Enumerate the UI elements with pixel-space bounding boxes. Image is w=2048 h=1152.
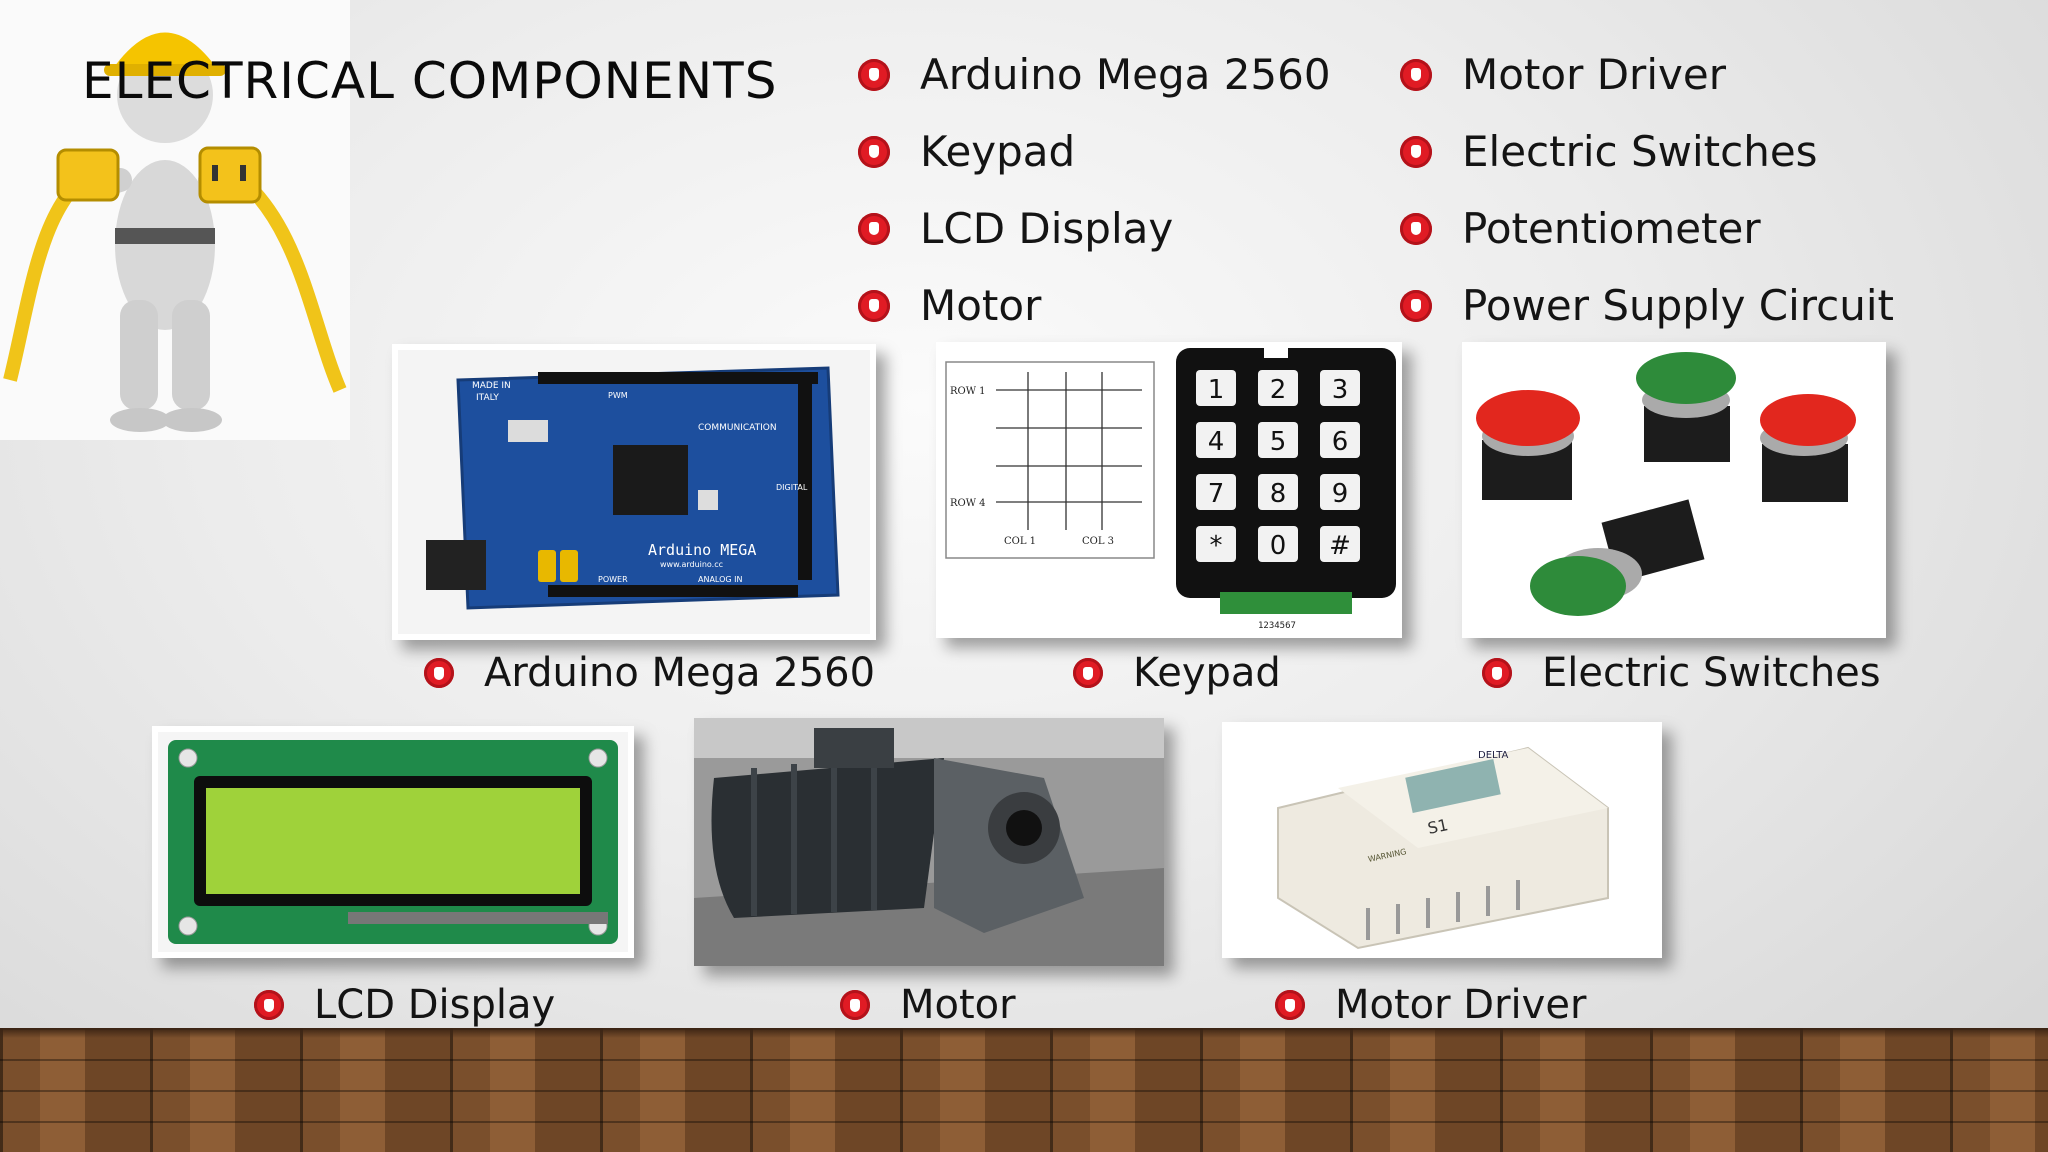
caption-arduino: Arduino Mega 2560 [424, 650, 875, 696]
keypad-key: 4 [1196, 422, 1236, 458]
keypad-label: COL 3 [1082, 536, 1114, 547]
motor-driver-photo: DELTA S1 WARNING [1222, 722, 1662, 958]
list-item: Electric Switches [1400, 127, 1818, 176]
caption-text: Motor Driver [1335, 982, 1587, 1028]
bullet-icon [1482, 658, 1512, 688]
svg-text:3: 3 [1332, 375, 1349, 405]
list-item: Motor Driver [1400, 50, 1726, 99]
arduino-photo: MADE IN ITALY COMMUNICATION Arduino MEGA… [392, 344, 876, 640]
svg-text:6: 6 [1332, 427, 1349, 457]
keypad-key: 8 [1258, 474, 1298, 510]
list-item: LCD Display [858, 204, 1173, 253]
board-text: ITALY [476, 393, 499, 403]
keypad-label: ROW 4 [950, 498, 986, 509]
list-item-label: Motor [920, 281, 1042, 330]
list-item: Power Supply Circuit [1400, 281, 1894, 330]
bullet-icon [1400, 58, 1432, 91]
caption-text: Motor [900, 982, 1016, 1028]
caption-driver: Motor Driver [1275, 982, 1586, 1028]
list-item-label: Potentiometer [1462, 204, 1761, 253]
board-text: PWM [608, 391, 628, 400]
bullet-icon [254, 990, 284, 1020]
keypad-key: 9 [1320, 474, 1360, 510]
keypad-key: * [1196, 526, 1236, 562]
svg-text:1: 1 [1208, 375, 1225, 405]
caption-lcd: LCD Display [254, 982, 555, 1028]
motor-photo [694, 718, 1164, 966]
svg-text:0: 0 [1270, 531, 1287, 561]
list-item: Arduino Mega 2560 [858, 50, 1331, 99]
svg-text:4: 4 [1208, 427, 1225, 457]
bullet-icon [858, 58, 890, 91]
keypad-keys: 1 2 3 4 5 6 7 8 9 * 0 # [1196, 370, 1360, 562]
slide-title: ELECTRICAL COMPONENTS [82, 52, 778, 110]
list-item: Motor [858, 281, 1041, 330]
list-item-label: Motor Driver [1462, 50, 1726, 99]
bullet-icon [858, 212, 890, 245]
svg-text:#: # [1329, 531, 1351, 561]
svg-text:7: 7 [1208, 479, 1225, 509]
keypad-key: 1 [1196, 370, 1236, 406]
caption-motor: Motor [840, 982, 1016, 1028]
board-text: MADE IN [472, 381, 511, 391]
list-item-label: Keypad [920, 127, 1076, 176]
caption-switches: Electric Switches [1482, 650, 1881, 696]
lcd-photo [152, 726, 634, 958]
keypad-key: # [1320, 526, 1360, 562]
caption-text: LCD Display [314, 982, 556, 1028]
keypad-key: 6 [1320, 422, 1360, 458]
svg-text:9: 9 [1332, 479, 1349, 509]
bullet-icon [858, 135, 890, 168]
driver-brand: DELTA [1478, 750, 1509, 761]
svg-text:*: * [1210, 531, 1223, 561]
keypad-key: 7 [1196, 474, 1236, 510]
bullet-icon [840, 990, 870, 1020]
board-text: COMMUNICATION [698, 423, 777, 433]
board-text: ANALOG IN [698, 575, 743, 584]
keypad-label: ROW 1 [950, 386, 986, 397]
board-text: www.arduino.cc [660, 560, 723, 569]
svg-text:8: 8 [1270, 479, 1287, 509]
bullet-icon [858, 289, 890, 322]
caption-text: Arduino Mega 2560 [484, 650, 876, 696]
board-text: POWER [598, 575, 628, 584]
wood-floor [0, 1028, 2048, 1152]
bullet-icon [1400, 135, 1432, 168]
driver-model: S1 [1426, 815, 1450, 838]
bullet-icon [1400, 289, 1432, 322]
list-item: Keypad [858, 127, 1075, 176]
keypad-key: 3 [1320, 370, 1360, 406]
list-item-label: LCD Display [920, 204, 1174, 253]
caption-keypad: Keypad [1073, 650, 1281, 696]
svg-text:2: 2 [1270, 375, 1287, 405]
bullet-icon [1400, 212, 1432, 245]
bullet-icon [1073, 658, 1103, 688]
keypad-key: 5 [1258, 422, 1298, 458]
electrician-mascot [0, 0, 350, 440]
keypad-key: 0 [1258, 526, 1298, 562]
keypad-pins: 1234567 [1258, 621, 1296, 631]
bullet-icon [1275, 990, 1305, 1020]
keypad-key: 2 [1258, 370, 1298, 406]
svg-text:5: 5 [1270, 427, 1287, 457]
list-item: Potentiometer [1400, 204, 1761, 253]
caption-text: Electric Switches [1542, 650, 1881, 696]
list-item-label: Electric Switches [1462, 127, 1818, 176]
list-item-label: Power Supply Circuit [1462, 281, 1894, 330]
switches-photo [1462, 342, 1886, 638]
list-item-label: Arduino Mega 2560 [920, 50, 1331, 99]
keypad-label: COL 1 [1004, 536, 1036, 547]
caption-text: Keypad [1133, 650, 1281, 696]
board-text: DIGITAL [776, 483, 808, 492]
board-text: Arduino MEGA [648, 541, 756, 559]
bullet-icon [424, 658, 454, 688]
